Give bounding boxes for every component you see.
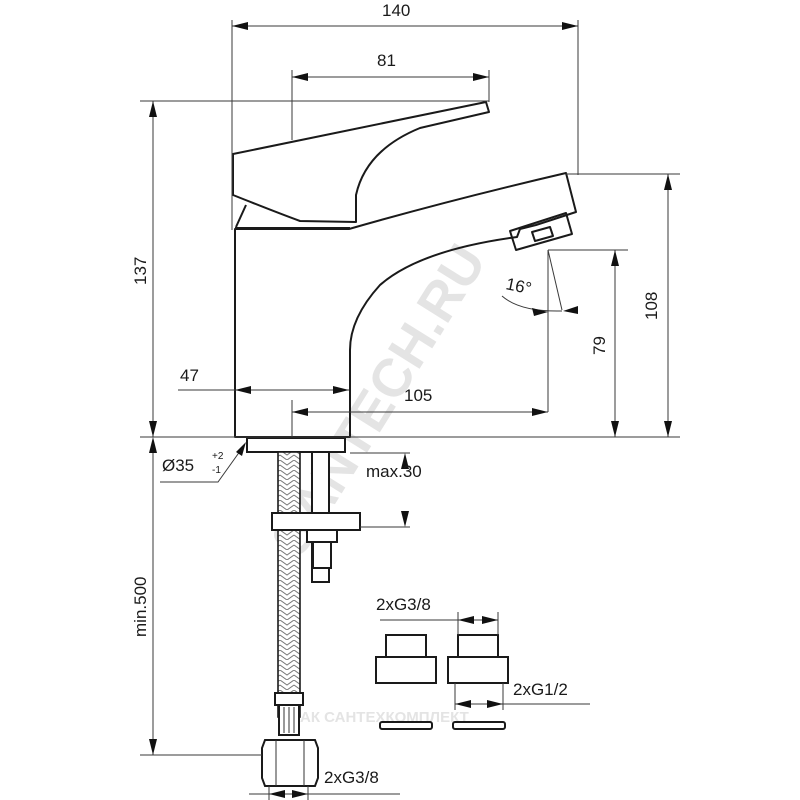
mounting-assembly [261,451,361,787]
lever-underside [235,204,247,228]
hose-nut [261,739,319,787]
lever [232,101,490,223]
label-hole-tol-minus: -1 [212,465,221,476]
label-min-hose: min.500 [131,577,150,637]
label-spout-reach: 105 [404,386,432,405]
mounting-plate [271,512,361,531]
dim-arc-16 [501,295,563,312]
label-hose-thread: 2xG3/8 [324,768,379,787]
adapter-1-top [385,634,427,658]
aerator-slot [531,226,554,242]
label-hole-diameter: Ø35 [162,456,194,475]
aerator [509,212,573,251]
label-spout-tip-height: 108 [642,292,661,320]
adapter-2-base [447,656,509,684]
mounting-nut [306,529,338,543]
adapter-2-top [457,634,499,658]
label-spout-angle: 16° [504,274,533,298]
adapter-1-base [375,656,437,684]
label-adapter-large: 2xG1/2 [513,680,568,699]
washer-1 [379,721,433,730]
adapter-parts [375,634,509,730]
label-body-width: 47 [180,366,199,385]
dimension-labels: 140 81 137 47 105 108 79 16° Ø35 +2 -1 m… [131,1,661,787]
label-lever-length: 81 [377,51,396,70]
label-adapter-small: 2xG3/8 [376,595,431,614]
label-hole-tol-plus: +2 [212,451,224,462]
label-spout-outlet-height: 79 [590,336,609,355]
flexible-hose [277,451,301,718]
body [234,172,577,438]
base-flange [246,437,346,453]
hose-ferrule [274,692,304,706]
rod-end [312,541,332,569]
label-overall-height: 137 [131,257,150,285]
washer-2 [452,721,506,730]
label-overall-width: 140 [382,1,410,20]
label-max-deck: max.30 [366,462,422,481]
dimension-lines [140,20,680,800]
leader-diameter [160,446,244,483]
